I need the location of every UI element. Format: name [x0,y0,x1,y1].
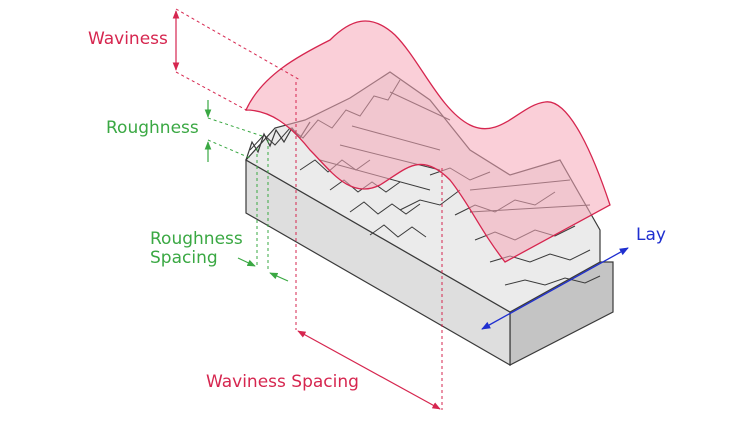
roughness-spacing-label-line1: Roughness [150,229,243,249]
waviness-dimension [172,8,301,113]
lay-label: Lay [636,225,666,245]
waviness-spacing-dimension [295,82,443,410]
waviness-profile-sheet [244,20,611,263]
waviness-label: Waviness [88,29,168,49]
roughness-label: Roughness [106,118,199,138]
roughness-dimension [204,100,263,162]
lay-direction-arrow [481,247,629,330]
roughness-spacing-label: Roughness Spacing [150,230,243,268]
roughness-spacing-label-line2: Spacing [150,248,218,268]
waviness-spacing-label: Waviness Spacing [206,372,359,392]
roughness-spacing-dimension [237,140,289,282]
